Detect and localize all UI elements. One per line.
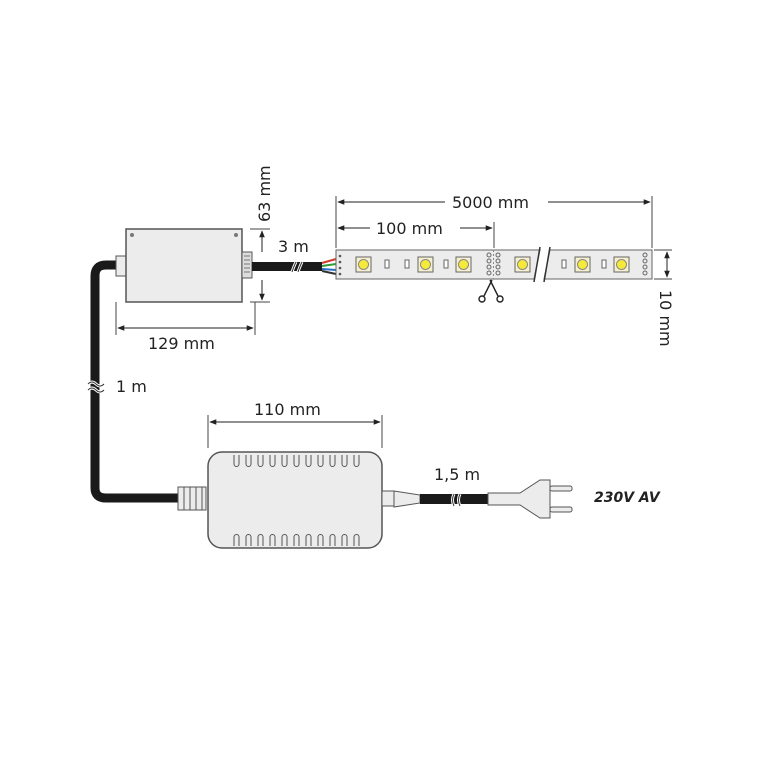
controller-box — [115, 228, 253, 303]
controller-to-psu-cable — [86, 260, 178, 503]
strip-width-label: 10 mm — [656, 290, 675, 347]
cable-1m-label: 1 m — [116, 377, 147, 396]
led-chip — [574, 256, 591, 273]
led-chip — [455, 256, 472, 273]
psu-width-label: 110 mm — [254, 400, 321, 419]
led-chip — [355, 256, 372, 273]
width-dimension — [115, 302, 256, 335]
led-chip — [417, 256, 434, 273]
psu-width-dimension — [207, 415, 383, 448]
strip-length-dimension — [335, 196, 653, 248]
scissors-icon — [478, 279, 504, 303]
power-supply — [177, 451, 421, 549]
strip-total-length-label: 5000 mm — [452, 193, 529, 212]
controller-cable — [252, 258, 337, 275]
controller-width-label: 129 mm — [148, 334, 215, 353]
led-chip — [613, 256, 630, 273]
mains-cable — [420, 493, 488, 507]
strip-width-dimension — [654, 249, 672, 280]
mains-cable-label: 1,5 m — [434, 465, 480, 484]
led-chip — [514, 256, 531, 273]
voltage-label: 230V AV — [594, 490, 661, 506]
cable-3m-label: 3 m — [278, 237, 309, 256]
strip-segment-length-label: 100 mm — [376, 219, 443, 238]
controller-height-label: 63 mm — [255, 165, 274, 222]
led-strip — [335, 246, 653, 283]
height-dimension — [250, 228, 270, 303]
plug-icon — [487, 479, 573, 519]
